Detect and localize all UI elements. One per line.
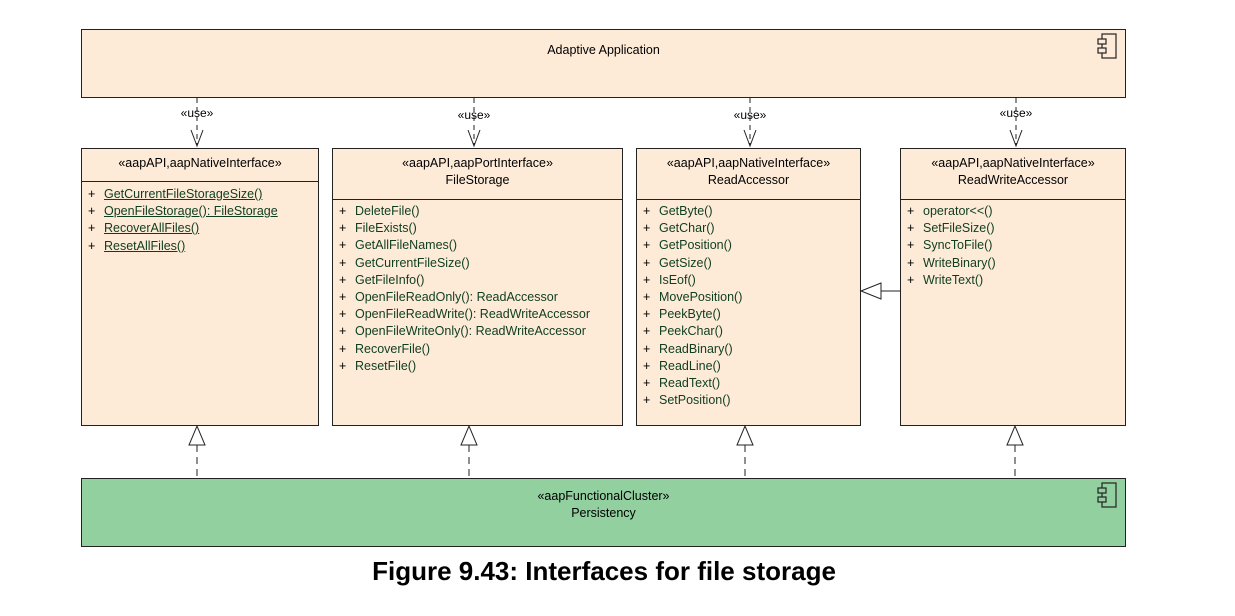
operation-item: +GetPosition(): [643, 238, 732, 253]
interface-name: FileStorage: [445, 173, 510, 187]
interface-box-readwriteaccessor: «aapAPI,aapNativeInterface» ReadWriteAcc…: [900, 148, 1126, 426]
operation-item: +SyncToFile(): [907, 238, 993, 253]
operation-item: +ReadBinary(): [643, 341, 733, 356]
use-label: «use»: [733, 108, 767, 122]
use-dependency-arrow: [467, 98, 481, 148]
operation-list: +GetByte() +GetChar() +GetPosition() +Ge…: [637, 203, 860, 409]
interface-stereotype: «aapAPI,aapNativeInterface»: [118, 156, 282, 170]
operation-item: +GetByte(): [643, 204, 713, 218]
stereotype-text: «aapAPI,aapPortInterface»: [402, 156, 553, 170]
persistency-component: «aapFunctionalCluster» Persistency: [81, 478, 1126, 547]
realization-arrow: [188, 424, 206, 478]
operation-item: +GetFileInfo(): [339, 272, 425, 287]
operation-item: +OpenFileStorage(): FileStorage: [88, 204, 278, 219]
operation-item: +GetSize(): [643, 255, 712, 270]
stereotype-text: «aapAPI,aapNativeInterface»: [931, 156, 1095, 170]
operation-item: +OpenFileReadWrite(): ReadWriteAccessor: [339, 307, 591, 322]
use-label: «use»: [457, 108, 491, 122]
operation-item: +GetCurrentFileStorageSize(): [88, 187, 263, 201]
operation-item: +WriteBinary(): [907, 255, 996, 270]
component-icon: [1097, 33, 1117, 59]
use-label: «use»: [999, 106, 1033, 120]
operation-item: +ResetAllFiles(): [88, 238, 186, 253]
operation-item: +DeleteFile(): [339, 204, 420, 218]
adaptive-application-component: Adaptive Application: [81, 29, 1126, 98]
operation-item: +OpenFileWriteOnly(): ReadWriteAccessor: [339, 324, 586, 339]
operation-item: +OpenFileReadOnly(): ReadAccessor: [339, 289, 558, 304]
operation-list: +DeleteFile() +FileExists() +GetAllFileN…: [333, 203, 622, 375]
realization-arrow: [1006, 424, 1024, 478]
operation-item: +ResetFile(): [339, 358, 417, 373]
interface-box-filestorage: «aapAPI,aapPortInterface» FileStorage +D…: [332, 148, 623, 426]
interface-stereotype: «aapAPI,aapNativeInterface» ReadAccessor: [637, 149, 860, 189]
interface-box-readaccessor: «aapAPI,aapNativeInterface» ReadAccessor…: [636, 148, 861, 426]
persistency-stereotype: «aapFunctionalCluster»: [537, 489, 670, 503]
operation-item: +GetCurrentFileSize(): [339, 255, 470, 270]
adaptive-application-label: Adaptive Application: [547, 43, 660, 57]
operation-item: +WriteText(): [907, 272, 984, 287]
operation-item: +FileExists(): [339, 221, 417, 236]
operation-item: +RecoverAllFiles(): [88, 221, 200, 236]
operation-item: +PeekChar(): [643, 324, 723, 339]
operation-item: +RecoverFile(): [339, 341, 431, 356]
stereotype-text: «aapAPI,aapNativeInterface»: [666, 156, 831, 170]
figure-caption: Figure 9.43: Interfaces for file storage: [372, 556, 836, 586]
generalization-arrow: [859, 282, 900, 300]
operation-list: +operator<<() +SetFileSize() +SyncToFile…: [901, 203, 1125, 289]
interface-name: ReadAccessor: [707, 173, 790, 187]
operation-item: +MovePosition(): [643, 289, 743, 304]
use-label: «use»: [180, 106, 214, 120]
use-dependency-arrow: [743, 98, 757, 148]
divider: [637, 199, 860, 200]
operation-list: +GetCurrentFileStorageSize() +OpenFileSt…: [82, 186, 318, 255]
operation-item: +PeekByte(): [643, 307, 721, 322]
operation-item: +GetAllFileNames(): [339, 238, 458, 253]
component-icon: [1097, 482, 1117, 508]
interface-stereotype: «aapAPI,aapNativeInterface» ReadWriteAcc…: [901, 149, 1125, 189]
use-dependency-arrow: [1009, 98, 1023, 148]
operation-item: +operator<<(): [907, 204, 993, 218]
realization-arrow: [736, 424, 754, 478]
interface-name: ReadWriteAccessor: [957, 173, 1069, 187]
divider: [901, 199, 1125, 200]
use-dependency-arrow: [190, 98, 204, 148]
operation-item: +SetPosition(): [643, 393, 731, 408]
divider: [333, 199, 622, 200]
divider: [82, 181, 318, 182]
operation-item: +SetFileSize(): [907, 221, 995, 236]
realization-arrow: [460, 424, 478, 478]
operation-item: +ReadLine(): [643, 358, 721, 373]
operation-item: +ReadText(): [643, 375, 721, 390]
interface-box-storage-management: «aapAPI,aapNativeInterface» +GetCurrentF…: [81, 148, 319, 426]
operation-item: +GetChar(): [643, 221, 715, 236]
persistency-name: Persistency: [571, 506, 636, 520]
operation-item: +IsEof(): [643, 272, 696, 287]
interface-stereotype: «aapAPI,aapPortInterface» FileStorage: [333, 149, 622, 189]
